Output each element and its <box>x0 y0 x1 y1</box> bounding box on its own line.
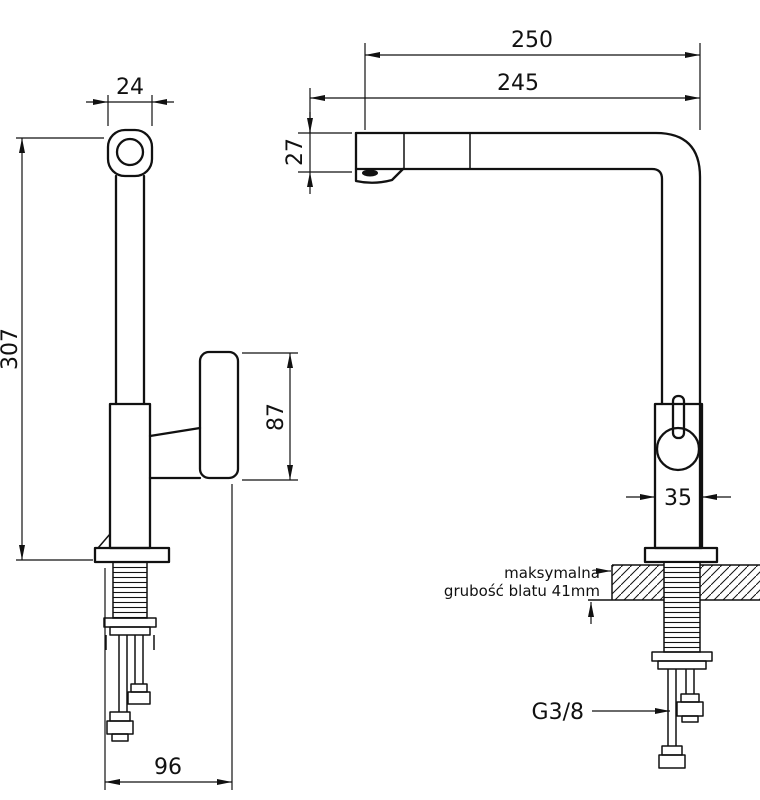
spout-tip-nozzle <box>354 131 405 184</box>
countertop-note-line2: grubość blatu 41mm <box>444 582 600 600</box>
spout-inner-contour <box>354 167 664 406</box>
dim-35: 35 <box>626 486 731 511</box>
dim-96: 96 <box>104 484 233 790</box>
countertop-hatch-left <box>612 565 664 600</box>
dim-27: 27 <box>283 112 352 194</box>
mount-washer-side <box>103 617 157 628</box>
dimension-annotations: 250 245 27 24 307 <box>0 28 731 790</box>
spout-outer-contour <box>354 131 702 550</box>
thread-label: G3/8 <box>532 700 584 725</box>
body-front <box>653 402 704 550</box>
mount-nut-front <box>657 660 707 670</box>
hose-hex-nut <box>127 691 151 705</box>
supply-hose-left <box>118 635 128 712</box>
mount-washer-front <box>651 651 713 662</box>
body-side <box>108 402 152 550</box>
base-flange-side <box>93 546 171 564</box>
countertop-section <box>588 564 760 601</box>
dim-250: 250 <box>364 28 701 130</box>
mount-nut-side <box>109 626 151 636</box>
supply-hose-left-front <box>667 669 677 746</box>
body-taper-line <box>97 533 111 549</box>
dim-24-label: 24 <box>116 75 144 100</box>
pullout-head-side <box>106 128 154 178</box>
hose-fitting <box>130 683 148 693</box>
aerator-outlet <box>362 169 378 177</box>
supply-hose-right <box>134 635 144 684</box>
faucet-side-view <box>93 128 240 742</box>
countertop-hatch-right <box>700 565 760 600</box>
dim-27-label: 27 <box>283 138 308 166</box>
dim-245: 245 <box>309 71 700 133</box>
threaded-stud-front <box>663 561 701 653</box>
dim-87-label: 87 <box>264 403 289 431</box>
hose-tip <box>111 733 129 742</box>
hose-hex-nut <box>106 720 134 735</box>
g38-tip <box>681 715 699 723</box>
lever-stem-front <box>671 394 686 440</box>
dim-24: 24 <box>86 75 174 126</box>
riser-pipe-side <box>114 174 146 406</box>
thread-callout: G3/8 <box>532 700 670 725</box>
lever-handle-side <box>198 350 240 480</box>
faucet-front-view <box>354 131 760 769</box>
base-flange-front <box>643 546 719 564</box>
dim-245-label: 245 <box>497 71 539 96</box>
mount-bracket-legs <box>105 635 155 650</box>
hose-hex-nut <box>658 754 686 769</box>
dim-96-label: 96 <box>154 755 182 780</box>
dim-307: 307 <box>0 137 104 561</box>
supply-hose-right-front <box>685 669 695 694</box>
pullout-seam-lines <box>403 133 471 169</box>
pullout-head-circle <box>115 137 145 167</box>
dim-307-label: 307 <box>0 328 23 370</box>
countertop-note: maksymalna grubość blatu 41mm <box>444 564 611 624</box>
countertop-note-line1: maksymalna <box>504 564 600 582</box>
dim-250-label: 250 <box>511 28 553 53</box>
threaded-stud-side <box>112 561 148 619</box>
g38-fitting <box>680 693 700 703</box>
lever-ball-front <box>655 426 701 472</box>
dim-35-label: 35 <box>664 486 692 511</box>
hose-fitting <box>109 711 131 722</box>
hose-fitting <box>661 745 683 756</box>
g38-hex-nut <box>676 701 704 717</box>
lever-connector <box>148 426 202 480</box>
dim-87: 87 <box>242 352 298 481</box>
